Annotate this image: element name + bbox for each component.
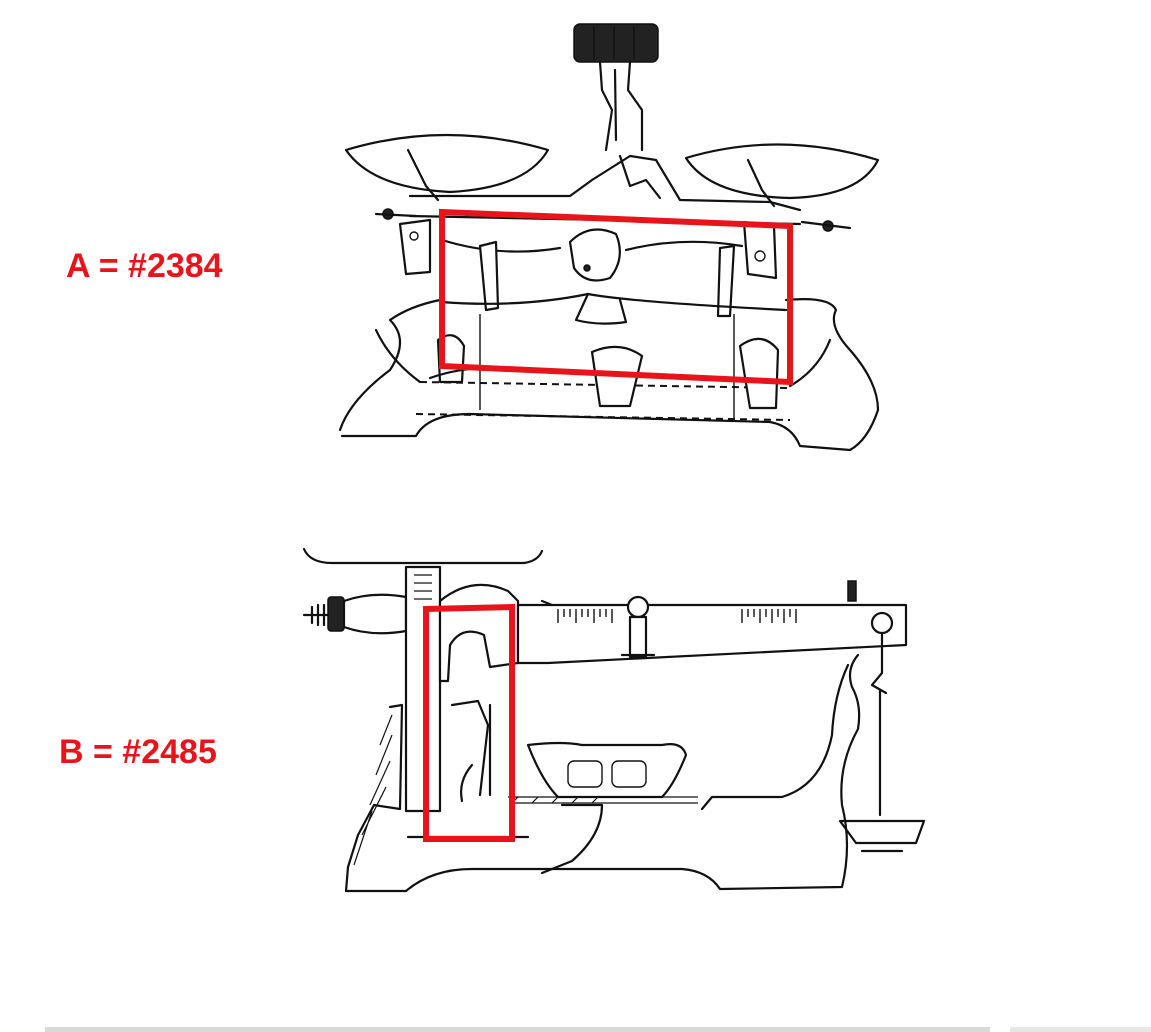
base-cutout (526, 741, 688, 799)
label-a: A = #2384 (66, 247, 223, 285)
top-knob (573, 23, 659, 63)
figure-b-balance-drawing (262, 505, 942, 930)
figure-a-balance-drawing (330, 10, 890, 490)
figure-b-svg (302, 547, 926, 893)
scale-ticks-left (557, 609, 613, 623)
main-beam (516, 603, 908, 665)
scale-ticks-right (741, 609, 797, 623)
bottom-divider-2 (1010, 1027, 1151, 1032)
bottom-divider (45, 1027, 990, 1032)
label-b: B = #2485 (59, 733, 217, 771)
left-pan (344, 133, 550, 194)
hanging-pan (838, 819, 926, 845)
highlight-box-b (423, 603, 515, 842)
highlight-box-a (439, 208, 793, 386)
top-pan-edge (302, 547, 544, 565)
right-pan (684, 143, 880, 200)
figure-a-svg (338, 23, 880, 452)
center-pivot (568, 228, 621, 282)
knob-stem (598, 60, 614, 152)
